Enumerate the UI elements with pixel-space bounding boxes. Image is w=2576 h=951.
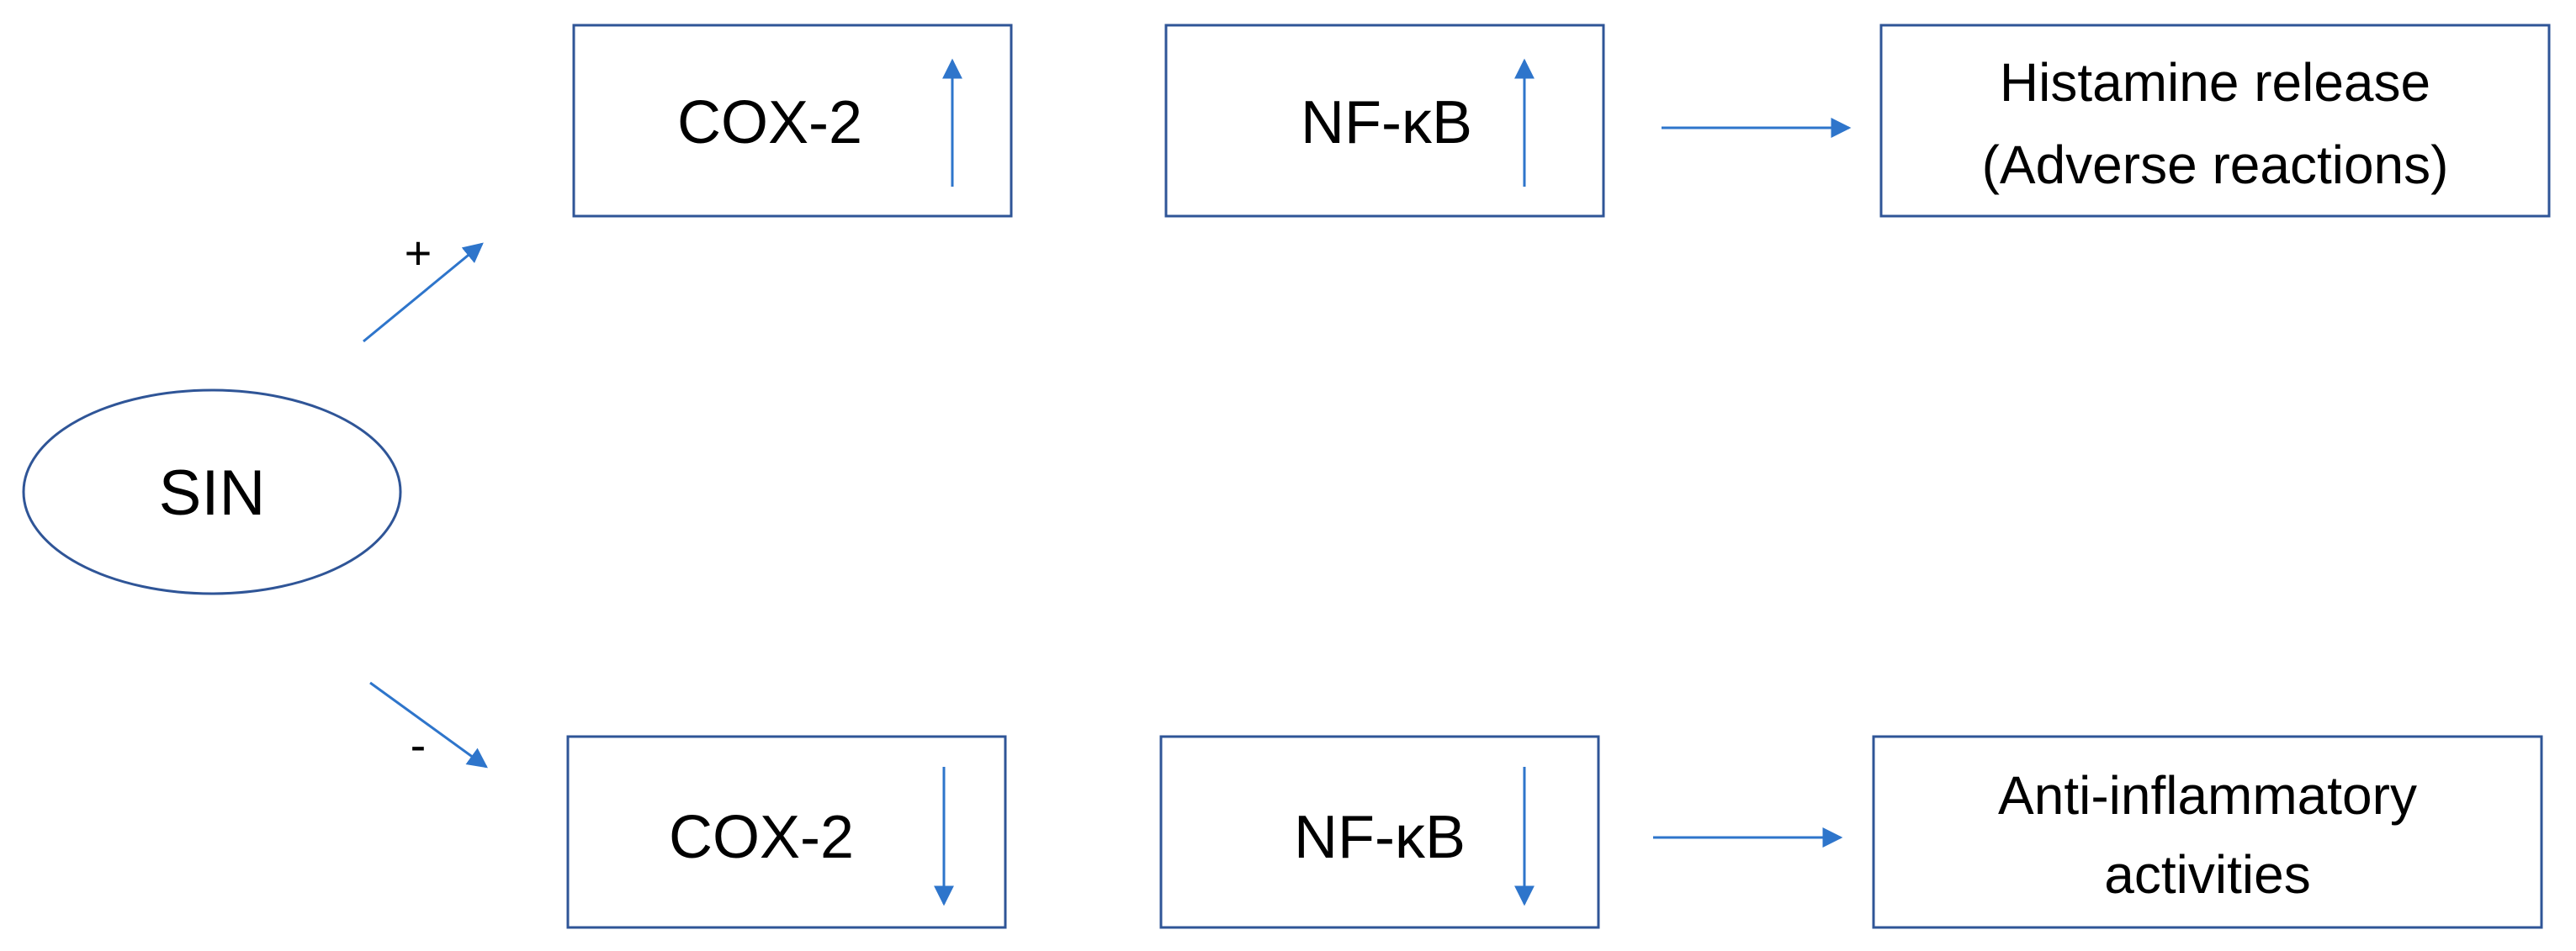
upregulation-arrow xyxy=(363,242,484,343)
lower-outcome-line1: Anti-inflammatory xyxy=(1998,765,2417,826)
lower-cox2-label: COX-2 xyxy=(669,804,854,871)
lower-cox2-box: COX-2 xyxy=(566,735,1007,929)
upper-outcome-line2: (Adverse reactions) xyxy=(1982,135,2449,195)
downregulation-sign: - xyxy=(411,718,427,771)
lower-nfkb-box: NF-κB xyxy=(1159,735,1600,929)
upper-outcome-line1: Histamine release xyxy=(2000,52,2430,113)
lower-nfkb-label: NF-κB xyxy=(1294,804,1466,871)
downregulation-arrow xyxy=(369,681,488,769)
upper-cox2-box: COX-2 xyxy=(572,24,1013,218)
upper-outcome-box: Histamine release (Adverse reactions) xyxy=(1879,24,2551,218)
upregulation-sign: + xyxy=(405,226,432,279)
upper-nfkb-label: NF-κB xyxy=(1301,89,1472,156)
lower-outcome-box: Anti-inflammatory activities xyxy=(1872,735,2543,929)
sin-label: SIN xyxy=(159,457,266,529)
sin-node: SIN xyxy=(22,388,402,595)
lower-outcome-line2: activities xyxy=(2104,844,2310,905)
upper-nfkb-box: NF-κB xyxy=(1164,24,1605,218)
upper-cox2-label: COX-2 xyxy=(677,89,862,156)
sin-ellipse xyxy=(22,388,402,595)
